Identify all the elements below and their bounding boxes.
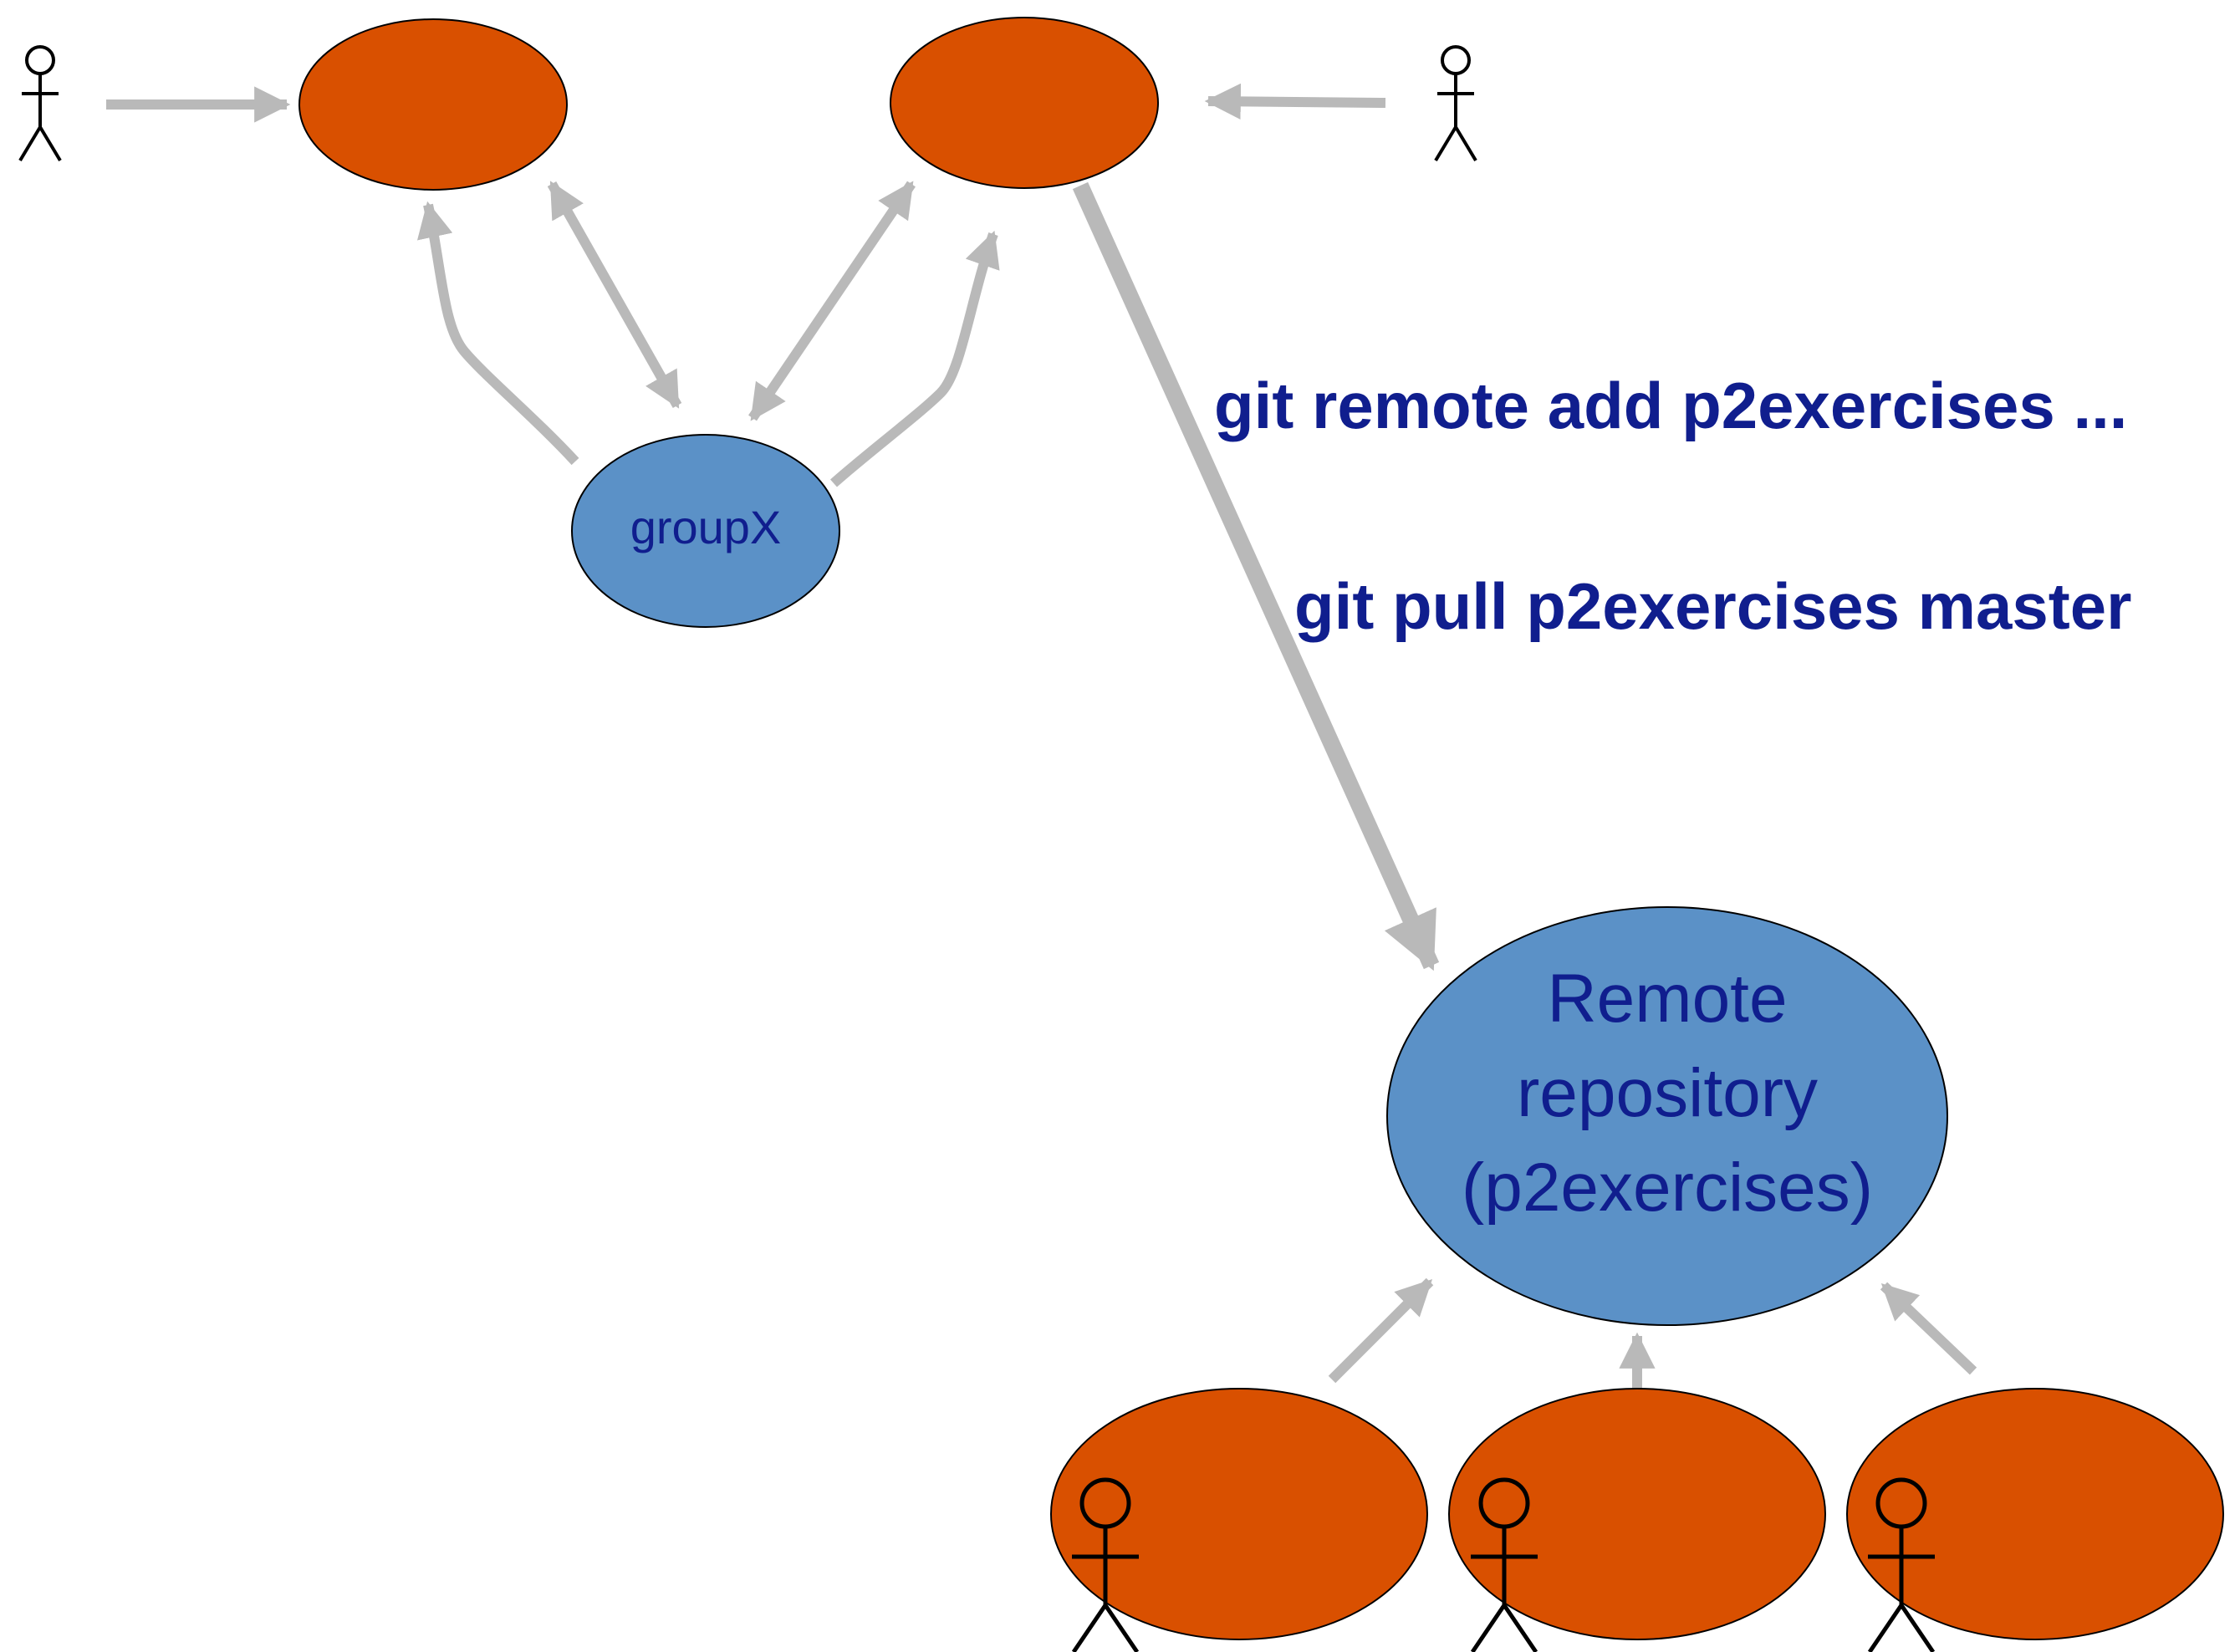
person-icon [1470,1477,1538,1652]
arrow-group-to-repo-right-curved [830,230,1000,487]
group-repository [571,434,840,628]
person-icon [1071,1477,1140,1652]
remote-repository-label-line1: Remote [1547,961,1787,1037]
arrows [106,83,1977,1415]
student-repository-right [1846,1388,2224,1640]
local-repository-top-left [298,18,568,191]
student-repository-middle [1448,1388,1826,1640]
arrow-group-repo-right-bidirectional [748,181,916,421]
command-git-pull: git pull p2exercises master [1294,569,2131,643]
arrow-group-repo-left-bidirectional [547,181,682,409]
remote-repository-label-line3: (p2exercises) [1462,1150,1873,1226]
student-repository-left [1050,1388,1428,1640]
remote-repository [1386,906,1948,1326]
arrow-student-left-to-remote [1328,1277,1434,1384]
person-icon [1867,1477,1936,1652]
local-repository-top-right [890,17,1159,189]
arrow-group-to-repo-left-curved [416,201,579,466]
remote-repository-label-line2: repository [1517,1055,1818,1131]
arrow-person-to-repo-right [1204,83,1386,120]
arrow-student-right-to-remote [1880,1282,1977,1375]
person-icon [18,45,62,162]
arrow-repo-to-remote-pull [1072,181,1440,971]
command-git-remote-add: git remote add p2exercises ... [1214,369,2127,442]
person-icon [1434,45,1477,162]
group-repository-label: groupX [630,501,782,553]
